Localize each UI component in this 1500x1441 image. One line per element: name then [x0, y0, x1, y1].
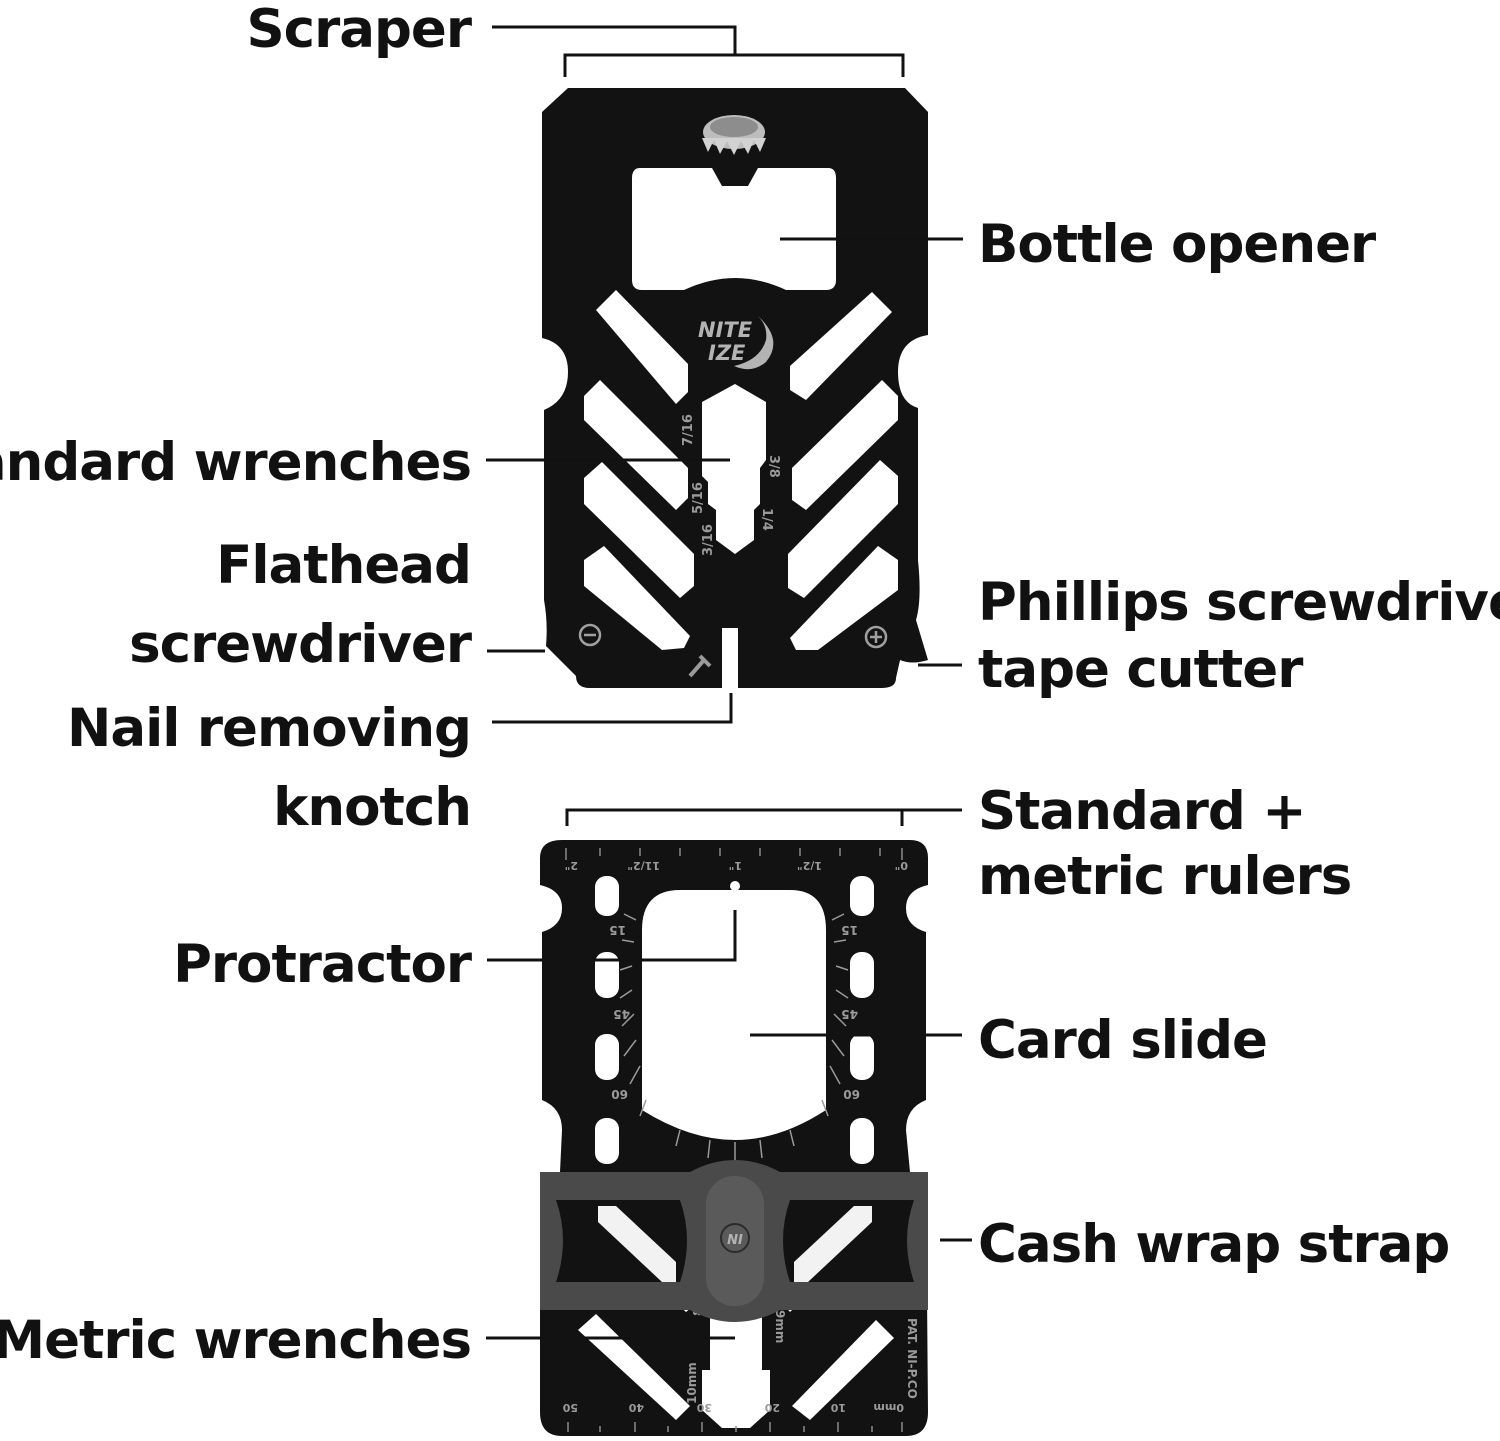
scraper-leader [492, 25, 905, 77]
protractor-leader [487, 910, 737, 962]
bottle-cap-icon [702, 115, 766, 155]
rulers-leader [565, 808, 962, 826]
nail-icon [688, 654, 712, 678]
top-card-slots [584, 290, 898, 650]
nail-notch-leader [492, 693, 733, 724]
wrench-size-markings: 7/16 3/8 5/16 1/4 3/16 [681, 414, 781, 556]
protractor-degree-labels: 15 15 45 45 60 60 [609, 923, 860, 1101]
inch-ruler-labels: 2" 11/2" 1" 1/2" 0" [565, 859, 908, 872]
standard-wrench-hole [702, 384, 766, 554]
label-standard-wrenches: Standard wrenches [0, 432, 471, 493]
svg-text:11/2": 11/2" [627, 859, 660, 872]
svg-text:9mm: 9mm [773, 1310, 787, 1343]
svg-text:45: 45 [841, 1007, 858, 1021]
svg-text:PAT. NI-P.CO: PAT. NI-P.CO [905, 1318, 919, 1399]
metric-ruler [567, 1422, 903, 1432]
svg-text:NITE: NITE [698, 318, 753, 342]
svg-text:10mm: 10mm [685, 1362, 699, 1404]
svg-text:60: 60 [843, 1087, 860, 1101]
svg-text:1": 1" [729, 859, 742, 872]
svg-text:10: 10 [830, 1401, 846, 1414]
bottom-card: 2" 11/2" 1" 1/2" 0" [540, 840, 928, 1436]
svg-text:20: 20 [764, 1401, 780, 1414]
svg-text:3/16: 3/16 [701, 524, 716, 556]
label-protractor: Protractor [173, 934, 472, 995]
leader-lines [486, 25, 972, 1340]
cash-wrap-strap: NI [540, 1160, 928, 1322]
svg-text:60: 60 [611, 1087, 628, 1101]
bottle-opener-hole [632, 168, 836, 290]
protractor-pivot [730, 881, 740, 891]
svg-text:2": 2" [565, 859, 578, 872]
inch-ruler [565, 848, 903, 860]
svg-text:7/16: 7/16 [681, 414, 696, 446]
svg-text:5/16: 5/16 [691, 482, 706, 514]
label-phillips-line1: Phillips screwdriver/ [978, 572, 1500, 633]
label-metric-wrenches: Metric wrenches [0, 1310, 471, 1371]
strap-logo: NI [727, 1233, 743, 1248]
svg-text:15: 15 [841, 923, 858, 937]
svg-text:30: 30 [696, 1401, 712, 1414]
label-phillips-line2: tape cutter [978, 639, 1303, 700]
bottom-card-slots [595, 876, 874, 1164]
card-slide-window [642, 890, 826, 1140]
callout-labels: Scraper Bottle opener Standard wrenches … [0, 0, 1500, 1371]
svg-text:15: 15 [609, 923, 626, 937]
svg-text:45: 45 [613, 1007, 630, 1021]
label-card-slide: Card slide [978, 1010, 1267, 1071]
label-cash-wrap-strap: Cash wrap strap [978, 1214, 1449, 1275]
flathead-minus-icon [578, 623, 602, 647]
label-bottle-opener: Bottle opener [978, 214, 1376, 275]
nite-ize-logo: NITE IZE [698, 316, 774, 370]
phillips-plus-icon [864, 625, 888, 649]
svg-text:50: 50 [562, 1401, 578, 1414]
label-nail-line2: knotch [273, 777, 471, 838]
protractor-ticks [619, 913, 849, 1162]
label-rulers-line2: metric rulers [978, 846, 1351, 907]
label-nail-line1: Nail removing [67, 698, 471, 759]
svg-text:1/4: 1/4 [759, 508, 774, 531]
top-card: NITE IZE 7/16 3/8 5/16 1/4 3/16 [542, 88, 928, 688]
label-rulers-line1: Standard + [978, 781, 1306, 842]
svg-text:0": 0" [895, 859, 908, 872]
svg-text:40: 40 [628, 1401, 644, 1414]
metric-ruler-labels: 50 40 30 20 10 0mm [562, 1401, 904, 1414]
svg-text:1/2": 1/2" [797, 859, 822, 872]
label-scraper: Scraper [246, 0, 471, 60]
label-flathead-line1: Flathead [216, 535, 471, 596]
svg-text:3/8: 3/8 [766, 455, 781, 478]
label-flathead-line2: screwdriver [129, 614, 472, 675]
svg-text:IZE: IZE [708, 341, 746, 365]
svg-text:0mm: 0mm [873, 1401, 904, 1414]
